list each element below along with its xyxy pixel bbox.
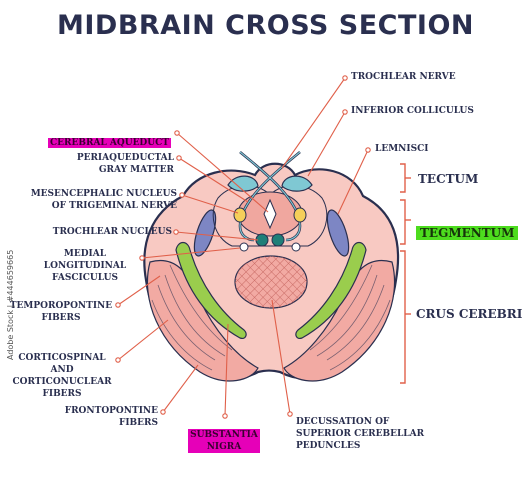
right-trochlear-nucleus <box>271 233 285 247</box>
label-cerebral-aqueduct-wrap: CEREBRAL AQUEDUCT <box>48 125 171 149</box>
left-inferior-colliculus <box>227 175 259 192</box>
label-substantia-nigra-wrap: SUBSTANTIA NIGRA <box>186 417 262 453</box>
region-tegmentum-wrap: TEGMENTUM <box>416 212 519 240</box>
label-lemnisci: LEMNISCI <box>375 144 429 154</box>
right-fiber-lines <box>309 264 391 371</box>
label-temporopontine-fibers: TEMPOROPONTINE FIBERS <box>9 301 113 323</box>
label-cerebral-aqueduct: CEREBRAL AQUEDUCT <box>48 138 171 148</box>
label-trochlear-nerve: TROCHLEAR NERVE <box>351 72 456 82</box>
right-inferior-colliculus <box>281 175 313 192</box>
label-mesencephalic-nucleus: MESENCEPHALIC NUCLEUS OF TRIGEMINAL NERV… <box>30 189 177 211</box>
left-mesencephalic-nucleus <box>233 207 247 223</box>
region-brackets <box>400 163 411 384</box>
right-lemniscus <box>326 209 350 257</box>
right-mlf <box>291 242 301 252</box>
label-trochlear-nucleus: TROCHLEAR NUCLEUS <box>52 227 172 237</box>
leader-lines <box>115 75 371 419</box>
label-inferior-colliculus: INFERIOR COLLICULUS <box>351 106 474 116</box>
label-mlf: MEDIAL LONGITUDINAL FASCICULUS <box>43 249 127 283</box>
watermark: Adobe Stock | #444659665 <box>6 249 15 360</box>
label-corticospinal-fibers: CORTICOSPINAL AND CORTICONUCLEAR FIBERS <box>12 353 112 399</box>
left-fiber-lines <box>151 264 233 371</box>
label-frontopontine-fibers: FRONTOPONTINE FIBERS <box>64 406 158 428</box>
page-title: MIDBRAIN CROSS SECTION <box>57 10 474 41</box>
label-periaqueductal-gray: PERIAQUEDUCTAL GRAY MATTER <box>76 153 174 175</box>
region-crus-cerebri: CRUS CEREBRI <box>416 307 523 321</box>
label-substantia-nigra: SUBSTANTIA NIGRA <box>188 429 260 453</box>
right-substantia-nigra <box>295 241 367 339</box>
left-substantia-nigra <box>175 241 247 339</box>
region-tectum: TECTUM <box>418 172 479 186</box>
left-mlf <box>239 242 249 252</box>
cerebral-aqueduct <box>263 198 277 230</box>
label-decussation: DECUSSATION OF SUPERIOR CEREBELLAR PEDUN… <box>296 417 425 451</box>
region-tegmentum: TEGMENTUM <box>416 226 519 240</box>
right-mesencephalic-nucleus <box>293 207 307 223</box>
